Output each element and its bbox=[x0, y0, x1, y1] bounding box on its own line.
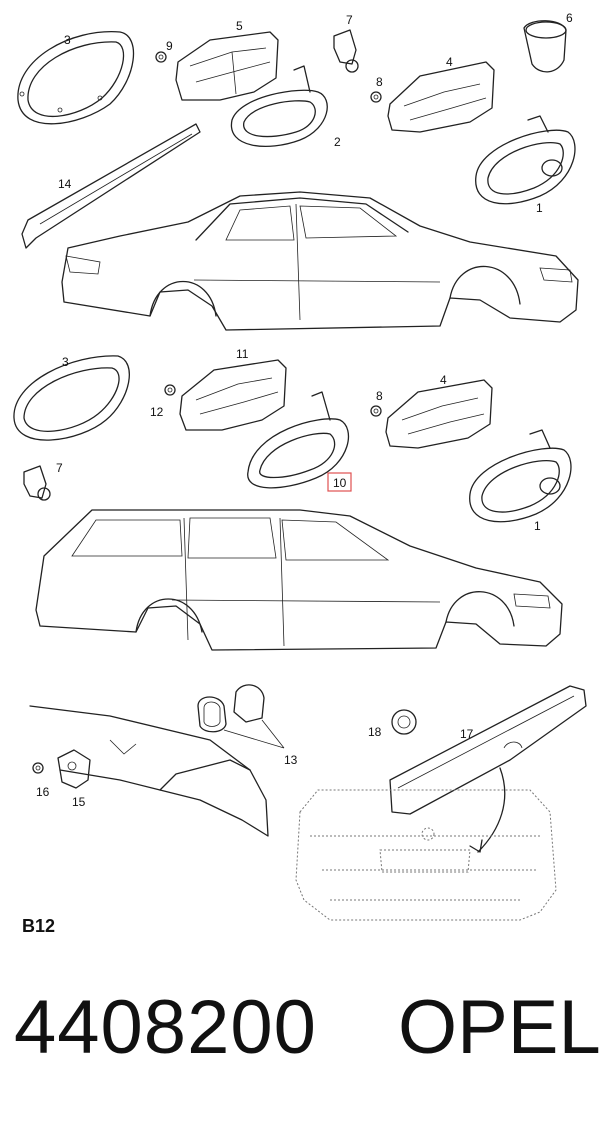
highlight-box-callout-10 bbox=[327, 472, 352, 492]
part-5-bracket-top bbox=[175, 31, 279, 101]
callout-9: 9 bbox=[166, 39, 173, 53]
callout-12: 12 bbox=[150, 405, 164, 419]
part-6-cap bbox=[523, 20, 567, 73]
callout-5: 5 bbox=[236, 19, 243, 33]
callout-15: 15 bbox=[72, 795, 86, 809]
callout-4a: 4 bbox=[446, 55, 453, 69]
part-16-nut bbox=[32, 762, 44, 774]
callout-2: 2 bbox=[334, 135, 341, 149]
part-7-lock-cylinder-top bbox=[333, 29, 359, 73]
sedan-car-outline bbox=[61, 191, 579, 331]
callout-18: 18 bbox=[368, 725, 382, 739]
callout-17: 17 bbox=[460, 727, 474, 741]
callout-7b: 7 bbox=[56, 461, 63, 475]
part-17-tailgate-handle-strip bbox=[389, 685, 587, 853]
callout-3b: 3 bbox=[62, 355, 69, 369]
part-7-lock-cylinder-mid bbox=[23, 465, 51, 501]
estate-rear-view bbox=[295, 789, 557, 921]
callout-10: 10 bbox=[333, 476, 347, 490]
callout-13: 13 bbox=[284, 753, 298, 767]
brand-name: OPEL bbox=[398, 985, 600, 1070]
part-15-lock-mechanism bbox=[57, 749, 91, 789]
part-number: 4408200 bbox=[14, 985, 317, 1070]
callout-6: 6 bbox=[566, 11, 573, 25]
part-4-bracket-mid bbox=[385, 379, 493, 449]
part-8-nut-mid bbox=[370, 405, 382, 417]
part-8-nut-top bbox=[370, 91, 382, 103]
callout-4b: 4 bbox=[440, 373, 447, 387]
part-14-trim-strip bbox=[21, 123, 201, 249]
callout-7a: 7 bbox=[346, 13, 353, 27]
callout-16: 16 bbox=[36, 785, 50, 799]
section-code: B12 bbox=[22, 916, 56, 936]
part-3-surround-ring-top bbox=[17, 31, 135, 125]
part-13-lock-surround bbox=[197, 684, 285, 749]
part-1-outer-handle-top bbox=[475, 115, 576, 205]
part-12-nut bbox=[164, 384, 176, 396]
part-2-door-handle-top bbox=[230, 65, 328, 148]
callout-1a: 1 bbox=[536, 201, 543, 215]
part-18-grommet bbox=[391, 709, 417, 735]
tailgate-lid bbox=[29, 705, 269, 837]
part-10-door-handle bbox=[247, 391, 349, 489]
part-3-surround-ring-mid bbox=[13, 355, 130, 441]
part-4-bracket-top bbox=[387, 61, 495, 133]
callout-8b: 8 bbox=[376, 389, 383, 403]
callout-3a: 3 bbox=[64, 33, 71, 47]
callout-14: 14 bbox=[58, 177, 72, 191]
callout-1b: 1 bbox=[534, 519, 541, 533]
callout-labels: 3 9 5 7 6 8 4 2 14 1 3 11 12 8 4 7 10 1 … bbox=[36, 11, 573, 809]
callout-8a: 8 bbox=[376, 75, 383, 89]
estate-car-outline bbox=[35, 509, 563, 651]
part-1-outer-handle-mid bbox=[469, 429, 572, 523]
callout-11: 11 bbox=[236, 347, 249, 361]
part-11-bracket bbox=[179, 359, 287, 431]
part-9-nut-top bbox=[155, 51, 167, 63]
